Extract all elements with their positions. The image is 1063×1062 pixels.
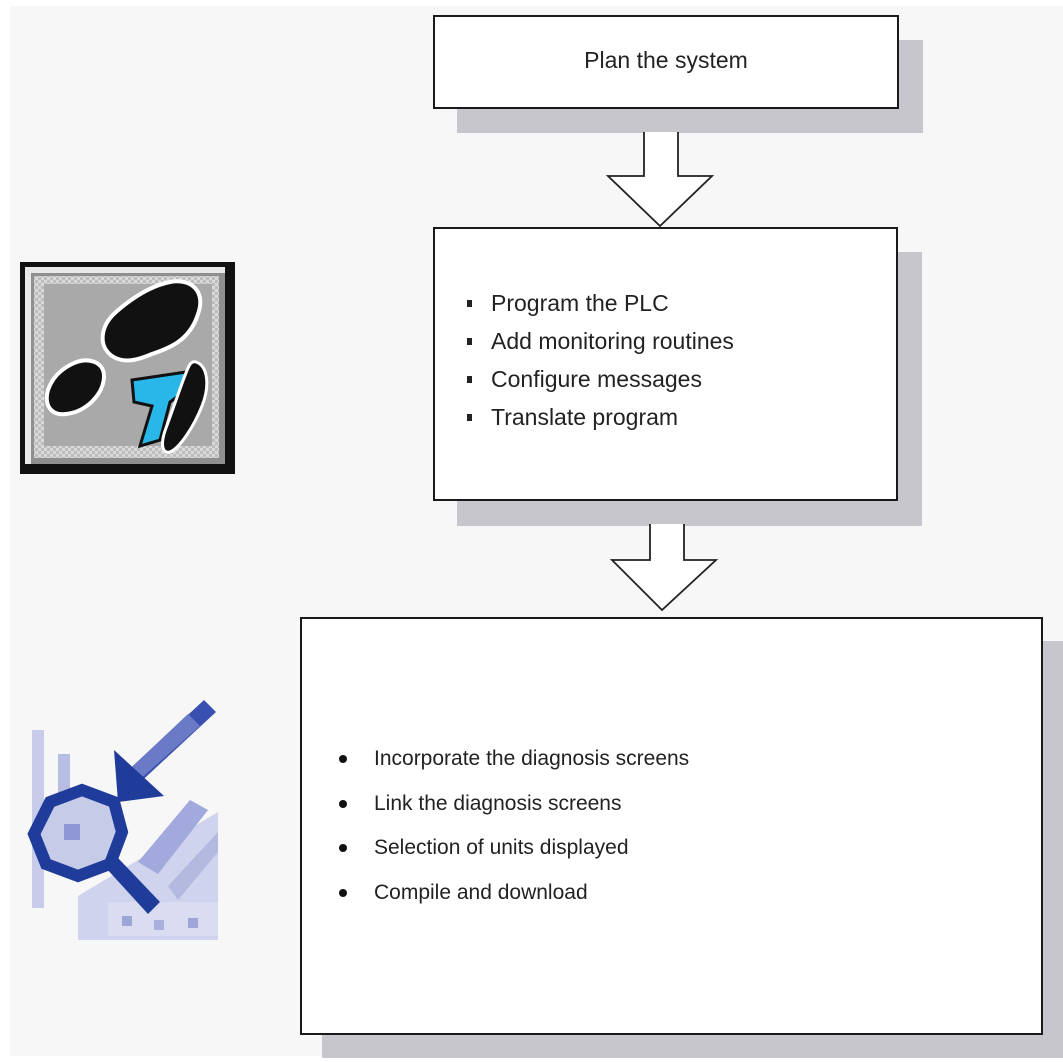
list-item: Translate program [465,398,734,436]
diagnosis-magnifier-icon [27,700,218,940]
list-item: Incorporate the diagnosis screens [337,737,689,782]
bullet-marker [339,888,347,897]
bullet-marker [467,338,472,345]
bullet-marker [467,414,472,421]
step7-footprint-icon [20,262,235,474]
arrow-down-icon [609,524,719,612]
step1-label: Plan the system [584,47,748,73]
step3-box: Incorporate the diagnosis screens Link t… [300,617,1043,1035]
bullet-marker [467,300,472,307]
bullet-marker [339,799,347,808]
step2-box: Program the PLC Add monitoring routines … [433,227,898,501]
step3-list: Incorporate the diagnosis screens Link t… [337,737,689,915]
list-item-label: Add monitoring routines [491,328,734,354]
list-item-label: Selection of units displayed [374,836,629,859]
list-item: Link the diagnosis screens [337,782,689,827]
list-item-label: Program the PLC [491,290,669,316]
bullet-marker [467,376,472,383]
step1-box: Plan the system [433,15,899,109]
list-item: Add monitoring routines [465,322,734,360]
bullet-marker [339,755,347,763]
step2-list: Program the PLC Add monitoring routines … [465,284,734,436]
list-item: Selection of units displayed [337,826,689,871]
bullet-marker [339,844,347,852]
list-item: Compile and download [337,871,689,916]
arrow-down-icon [605,132,715,228]
list-item-label: Incorporate the diagnosis screens [374,747,690,770]
list-item: Configure messages [465,360,734,398]
list-item-label: Link the diagnosis screens [374,791,622,815]
list-item-label: Configure messages [491,366,702,392]
list-item-label: Compile and download [374,880,588,904]
list-item-label: Translate program [491,404,679,430]
list-item: Program the PLC [465,284,734,322]
